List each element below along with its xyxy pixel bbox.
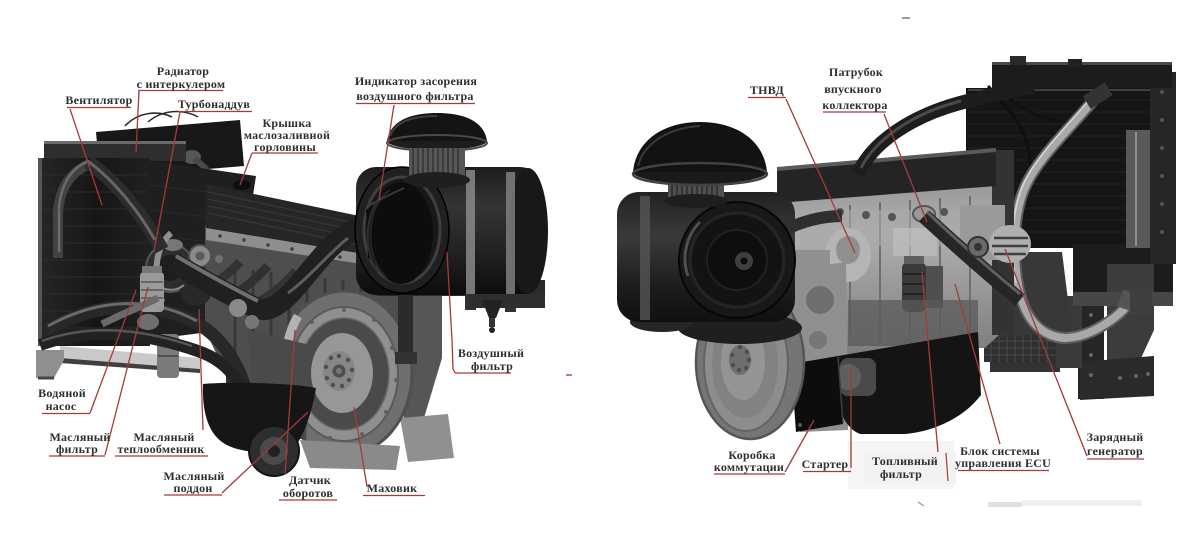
- svg-text:Масляный: Масляный: [49, 430, 110, 444]
- svg-text:коммутации: коммутации: [714, 460, 784, 474]
- svg-text:Турбонаддув: Турбонаддув: [178, 97, 250, 111]
- svg-text:Водяной: Водяной: [38, 386, 86, 400]
- svg-text:Масляный: Масляный: [163, 469, 224, 483]
- svg-text:Патрубок: Патрубок: [829, 65, 883, 79]
- svg-text:фильтр: фильтр: [56, 442, 98, 456]
- svg-text:теплообменник: теплообменник: [117, 442, 204, 456]
- svg-text:Маховик: Маховик: [367, 481, 418, 495]
- svg-text:ТНВД: ТНВД: [750, 83, 785, 97]
- svg-text:Зарядный: Зарядный: [1087, 430, 1144, 444]
- svg-text:фильтр: фильтр: [880, 467, 922, 481]
- svg-text:насос: насос: [46, 399, 77, 413]
- svg-text:фильтр: фильтр: [471, 359, 513, 373]
- svg-text:горловины: горловины: [254, 140, 316, 154]
- svg-text:Стартер: Стартер: [802, 457, 849, 471]
- svg-text:впускного: впускного: [824, 82, 882, 96]
- svg-text:воздушного фильтра: воздушного фильтра: [356, 89, 473, 103]
- svg-text:Воздушный: Воздушный: [458, 346, 524, 360]
- svg-text:Датчик: Датчик: [289, 473, 331, 487]
- svg-text:Индикатор засорения: Индикатор засорения: [355, 74, 478, 88]
- svg-text:генератор: генератор: [1087, 444, 1143, 458]
- svg-text:управления ECU: управления ECU: [955, 456, 1051, 470]
- svg-text:Вентилятор: Вентилятор: [65, 93, 132, 107]
- svg-text:маслозаливной: маслозаливной: [244, 128, 330, 142]
- svg-text:Коробка: Коробка: [728, 448, 775, 462]
- svg-text:оборотов: оборотов: [283, 486, 334, 500]
- svg-text:Масляный: Масляный: [133, 430, 194, 444]
- svg-text:Топливный: Топливный: [872, 454, 938, 468]
- svg-text:Радиатор: Радиатор: [157, 64, 209, 78]
- svg-text:поддон: поддон: [173, 481, 212, 495]
- svg-text:Крышка: Крышка: [262, 116, 311, 130]
- svg-text:с интеркулером: с интеркулером: [137, 77, 226, 91]
- svg-text:Блок системы: Блок системы: [960, 444, 1040, 458]
- svg-text:коллектора: коллектора: [822, 98, 887, 112]
